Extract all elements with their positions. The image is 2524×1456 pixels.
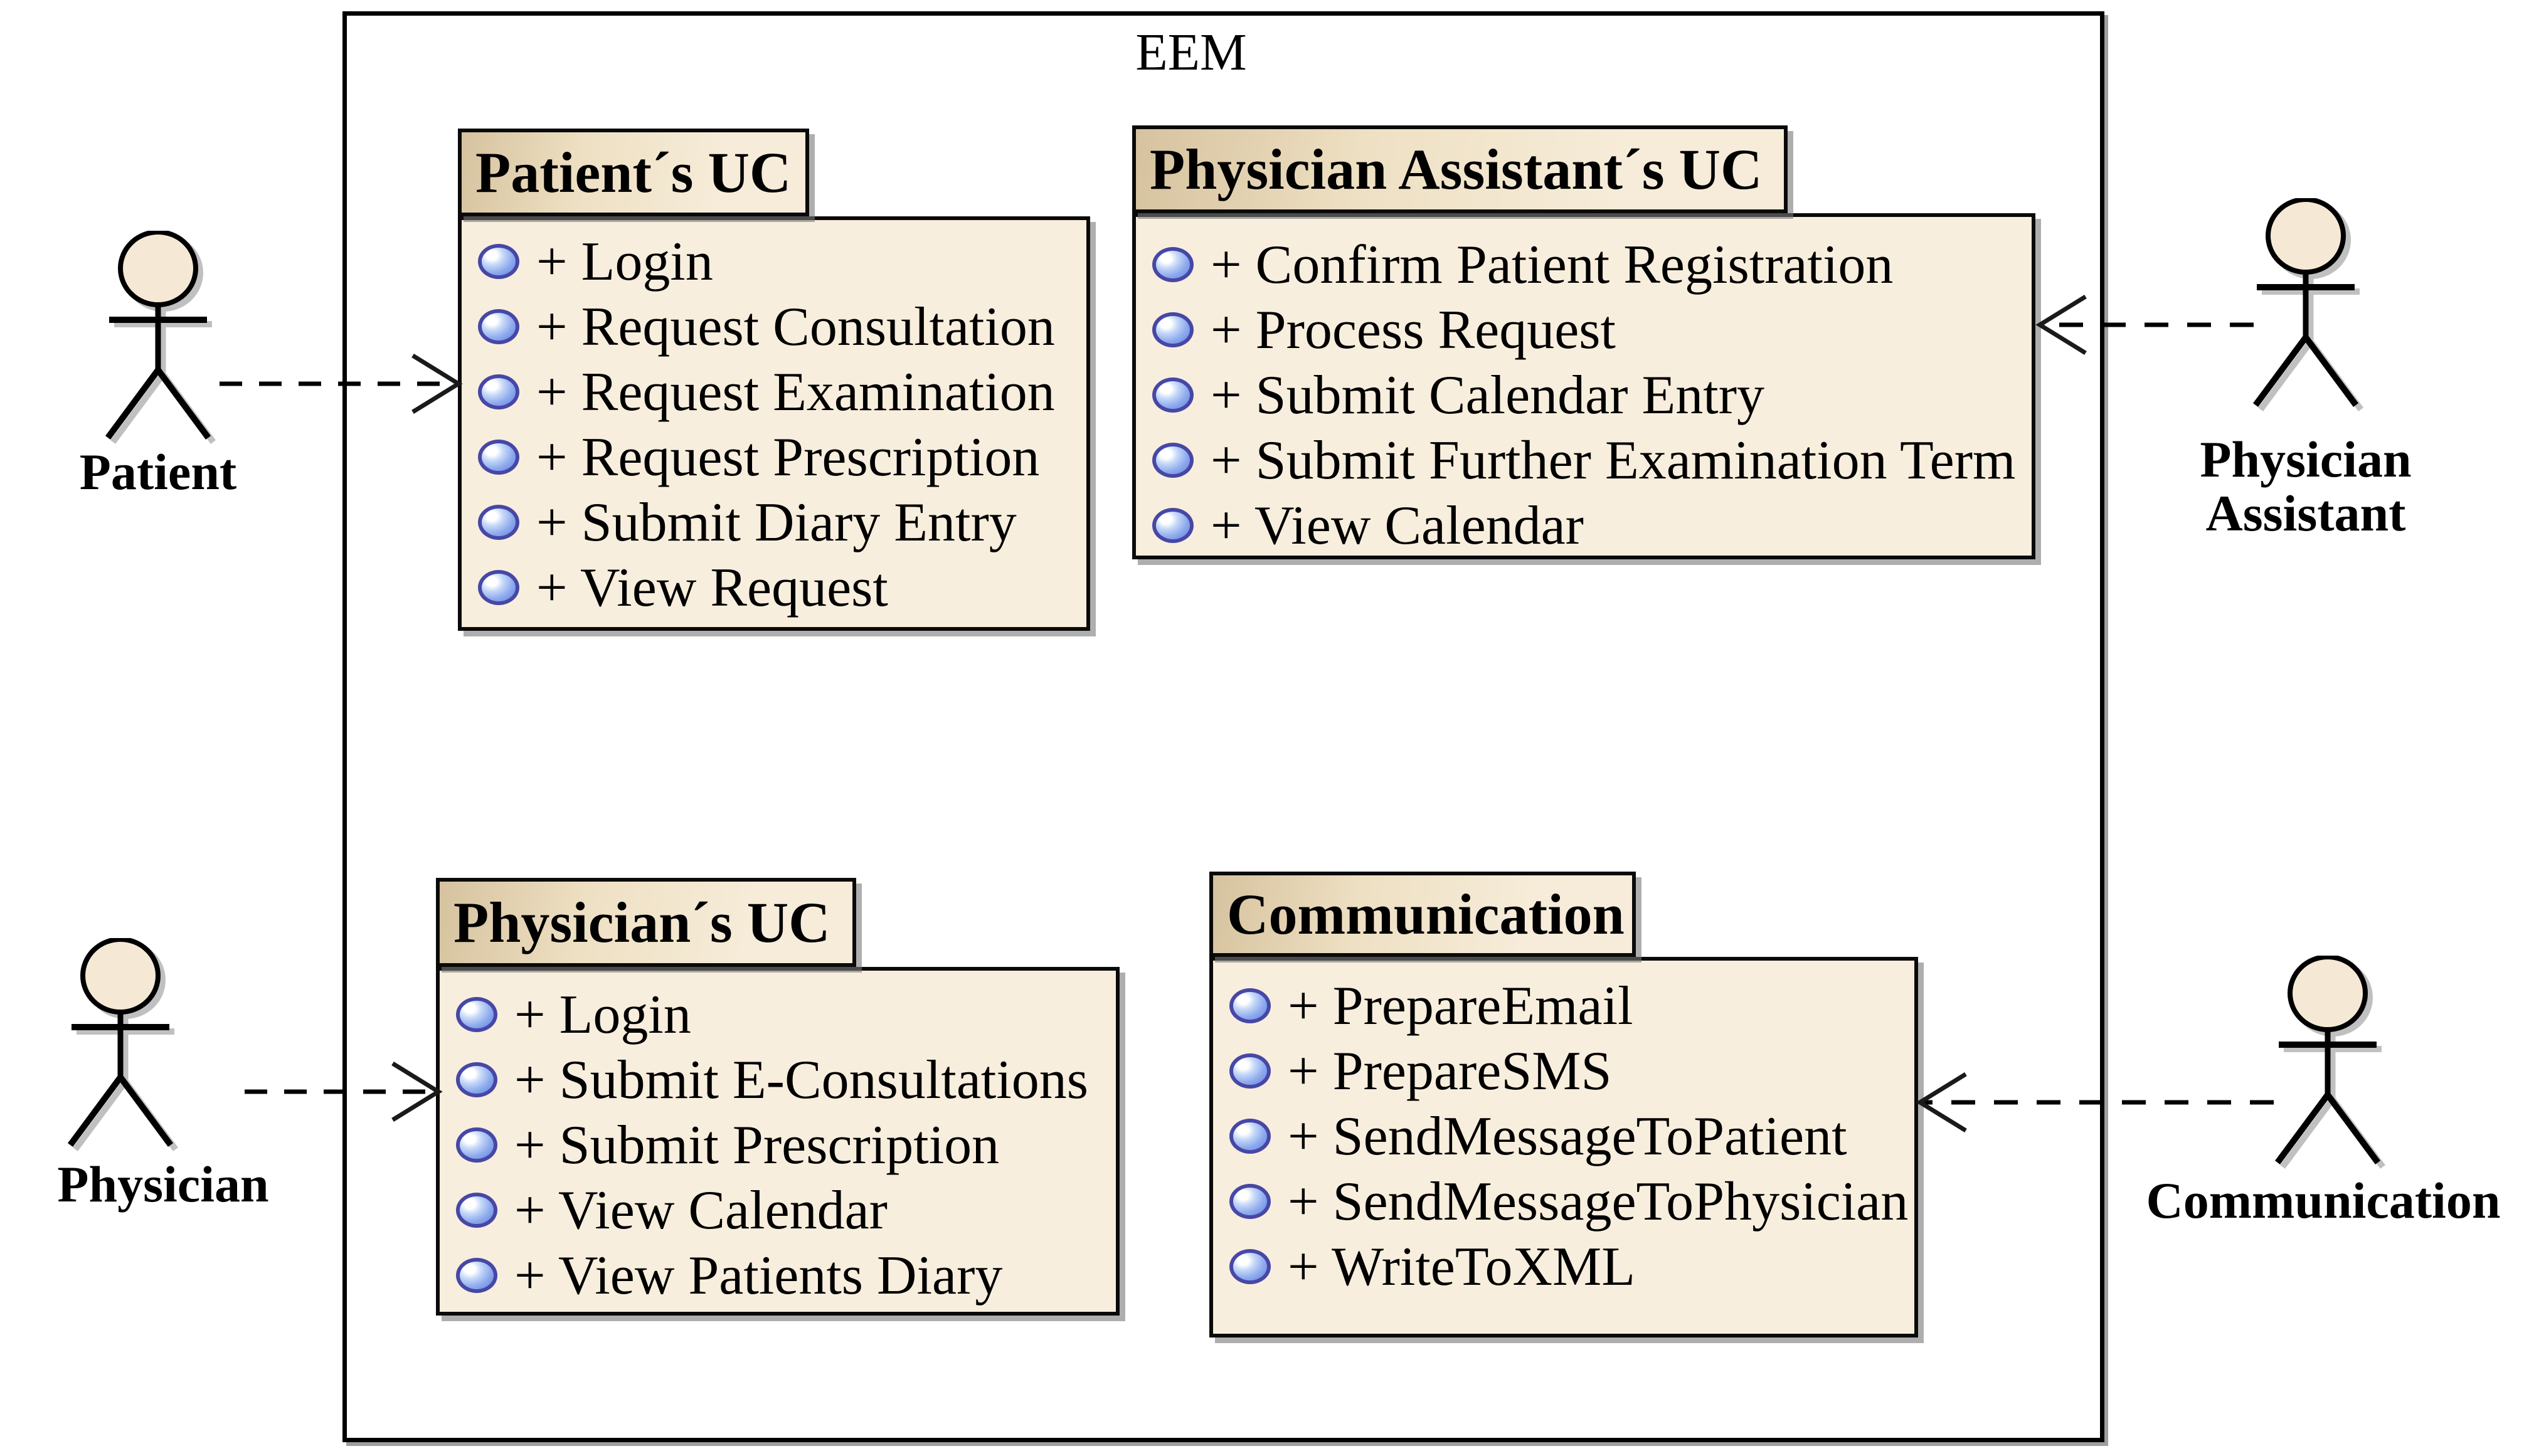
uc-operation-row[interactable]: + SendMessageToPhysician: [1213, 1169, 1914, 1234]
uc-operation-row[interactable]: + Process Request: [1136, 297, 2032, 362]
uc-operation-row[interactable]: + PrepareEmail: [1213, 973, 1914, 1038]
sphere-bullet-icon: [1152, 312, 1194, 347]
actor-label-communication: Communication: [2146, 1172, 2501, 1229]
sphere-bullet-icon: [1152, 443, 1194, 478]
package-title: Physician Assistant´s UC: [1150, 137, 1763, 201]
stick-figure-icon: [67, 938, 174, 1147]
uc-operation-row[interactable]: + Login: [440, 982, 1116, 1047]
uc-operation-row[interactable]: + Submit Prescription: [440, 1112, 1116, 1178]
dependency-arrow-patient: [213, 348, 464, 420]
sphere-bullet-icon: [1152, 247, 1194, 282]
sphere-bullet-icon: [1229, 1249, 1271, 1284]
uc-operation-row[interactable]: + View Patients Diary: [440, 1243, 1116, 1308]
package-tab-physician-uc[interactable]: Physician´s UC: [436, 878, 856, 967]
sphere-bullet-icon: [456, 1258, 497, 1293]
package-title: Patient´s UC: [475, 140, 792, 204]
package-tab-physician-assistant-uc[interactable]: Physician Assistant´s UC: [1132, 125, 1788, 213]
system-title: EEM: [1135, 23, 1247, 82]
sphere-bullet-icon: [478, 440, 519, 475]
uc-operation-row[interactable]: + Submit Further Examination Term: [1136, 428, 2032, 493]
uc-operation-row[interactable]: + View Calendar: [440, 1178, 1116, 1243]
sphere-bullet-icon: [1152, 377, 1194, 413]
sphere-bullet-icon: [1152, 508, 1194, 543]
uc-operation-row[interactable]: + Submit Calendar Entry: [1136, 362, 2032, 428]
sphere-bullet-icon: [478, 505, 519, 540]
uc-operation-row[interactable]: + View Calendar: [1136, 493, 2032, 558]
stick-figure-icon: [105, 231, 211, 440]
uc-operation-row[interactable]: + Request Examination: [462, 359, 1086, 425]
sphere-bullet-icon: [478, 244, 519, 279]
actor-physician-assistant[interactable]: [2199, 198, 2412, 409]
actor-label-line: Physician: [2200, 431, 2412, 488]
actor-physician[interactable]: [14, 938, 227, 1149]
uc-operation-row[interactable]: + WriteToXML: [1213, 1234, 1914, 1299]
sphere-bullet-icon: [1229, 1184, 1271, 1219]
uc-operation-row[interactable]: + Request Consultation: [462, 294, 1086, 359]
actor-label-line: Assistant: [2205, 485, 2406, 542]
actor-patient[interactable]: [51, 231, 265, 441]
package-tab-communication[interactable]: Communication: [1209, 872, 1636, 957]
dependency-arrow-physician: [238, 1056, 445, 1128]
uc-operation-row[interactable]: + Request Prescription: [462, 425, 1086, 490]
stick-figure-icon: [2252, 198, 2359, 407]
package-title: Physician´s UC: [453, 890, 830, 954]
uc-operation-row[interactable]: + Login: [462, 229, 1086, 294]
uc-operation-row[interactable]: + Confirm Patient Registration: [1136, 232, 2032, 297]
uc-operation-row[interactable]: + Submit Diary Entry: [462, 490, 1086, 555]
package-title: Communication: [1227, 882, 1625, 946]
stick-figure-icon: [2274, 956, 2381, 1164]
actor-label-patient: Patient: [79, 443, 237, 500]
actor-communication[interactable]: [2221, 956, 2434, 1166]
sphere-bullet-icon: [456, 1062, 497, 1097]
dependency-arrow-communication: [1914, 1067, 2278, 1139]
sphere-bullet-icon: [456, 997, 497, 1032]
actor-label-physician: Physician: [57, 1156, 269, 1213]
sphere-bullet-icon: [456, 1127, 497, 1163]
sphere-bullet-icon: [478, 309, 519, 344]
uc-operation-row[interactable]: + SendMessageToPatient: [1213, 1104, 1914, 1169]
package-body-communication[interactable]: + PrepareEmail + PrepareSMS + SendMessag…: [1209, 957, 1918, 1337]
uc-operation-row[interactable]: + PrepareSMS: [1213, 1038, 1914, 1104]
sphere-bullet-icon: [1229, 988, 1271, 1023]
package-body-physician-uc[interactable]: + Login + Submit E-Consultations + Submi…: [436, 967, 1120, 1316]
package-body-physician-assistant-uc[interactable]: + Confirm Patient Registration + Process…: [1132, 213, 2035, 559]
actor-label-physician-assistant: Physician Assistant: [2111, 433, 2500, 541]
sphere-bullet-icon: [1229, 1053, 1271, 1089]
uc-operation-row[interactable]: + View Request: [462, 555, 1086, 620]
uc-operation-row[interactable]: + Submit E-Consultations: [440, 1047, 1116, 1112]
sphere-bullet-icon: [478, 374, 519, 409]
package-tab-patient-uc[interactable]: Patient´s UC: [458, 129, 809, 216]
sphere-bullet-icon: [478, 570, 519, 605]
sphere-bullet-icon: [456, 1193, 497, 1228]
sphere-bullet-icon: [1229, 1119, 1271, 1154]
dependency-arrow-physician-assistant: [2034, 289, 2260, 361]
package-body-patient-uc[interactable]: + Login + Request Consultation + Request…: [458, 216, 1090, 631]
